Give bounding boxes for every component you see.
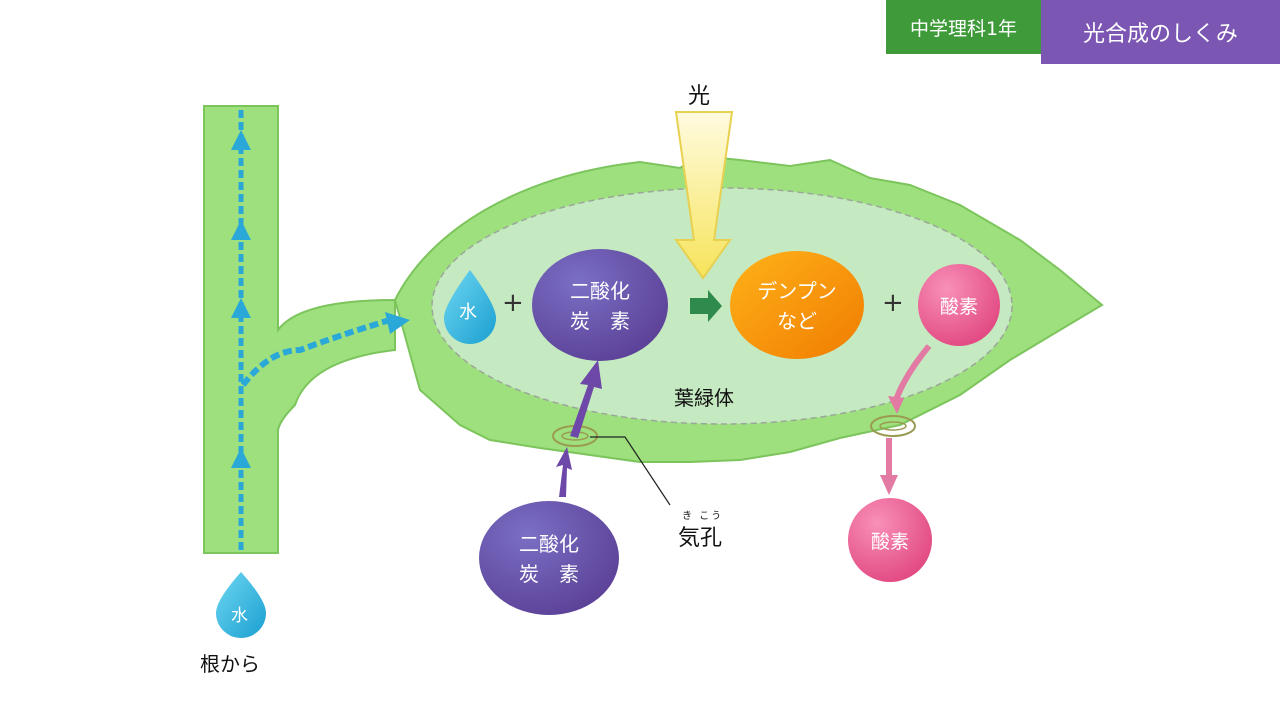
plus-sign-2: + <box>882 288 904 318</box>
chloroplast-label: 葉緑体 <box>674 386 734 410</box>
subject-tag: 中学理科1年 <box>886 0 1041 54</box>
water-flow-arrows <box>231 130 251 468</box>
page-title: 光合成のしくみ <box>1041 0 1280 64</box>
products-label-line1: デンプン <box>757 279 837 303</box>
co2-outside-label: 二酸化 炭 素 <box>479 529 619 589</box>
co2-label-line2: 炭 素 <box>570 309 630 333</box>
co2-label: 二酸化 炭 素 <box>532 276 668 336</box>
root-label: 根から <box>200 652 260 676</box>
stomata-label: 気孔 <box>678 526 723 551</box>
stoma-right <box>870 415 916 437</box>
plus-sign-1: + <box>502 288 524 318</box>
co2-outside-node <box>479 501 619 615</box>
light-label: 光 <box>688 84 711 109</box>
starch-node <box>730 251 864 359</box>
co2-label-line1: 二酸化 <box>570 279 630 303</box>
products-label: デンプン など <box>730 276 864 336</box>
root-water-label: 水 <box>231 606 248 626</box>
stem <box>203 105 396 554</box>
water-label: 水 <box>459 302 477 323</box>
co2-outside-line2: 炭 素 <box>519 562 579 586</box>
oxygen-node <box>918 264 1000 346</box>
co2-inflow-arrow <box>556 447 572 497</box>
products-label-line2: など <box>777 309 817 333</box>
light-arrow <box>674 111 734 280</box>
oxygen-label: 酸素 <box>939 296 978 318</box>
oxygen-outside-node <box>848 498 932 582</box>
oxygen-outside-label: 酸素 <box>870 531 909 553</box>
reaction-arrow <box>690 290 722 322</box>
oxygen-outflow-arrow <box>880 475 898 495</box>
co2-node <box>532 249 668 361</box>
root-water-drop-icon <box>216 572 266 638</box>
stomata-ruby: き こう <box>682 511 724 522</box>
water-drop-icon <box>444 270 496 344</box>
co2-outside-line1: 二酸化 <box>519 532 579 556</box>
